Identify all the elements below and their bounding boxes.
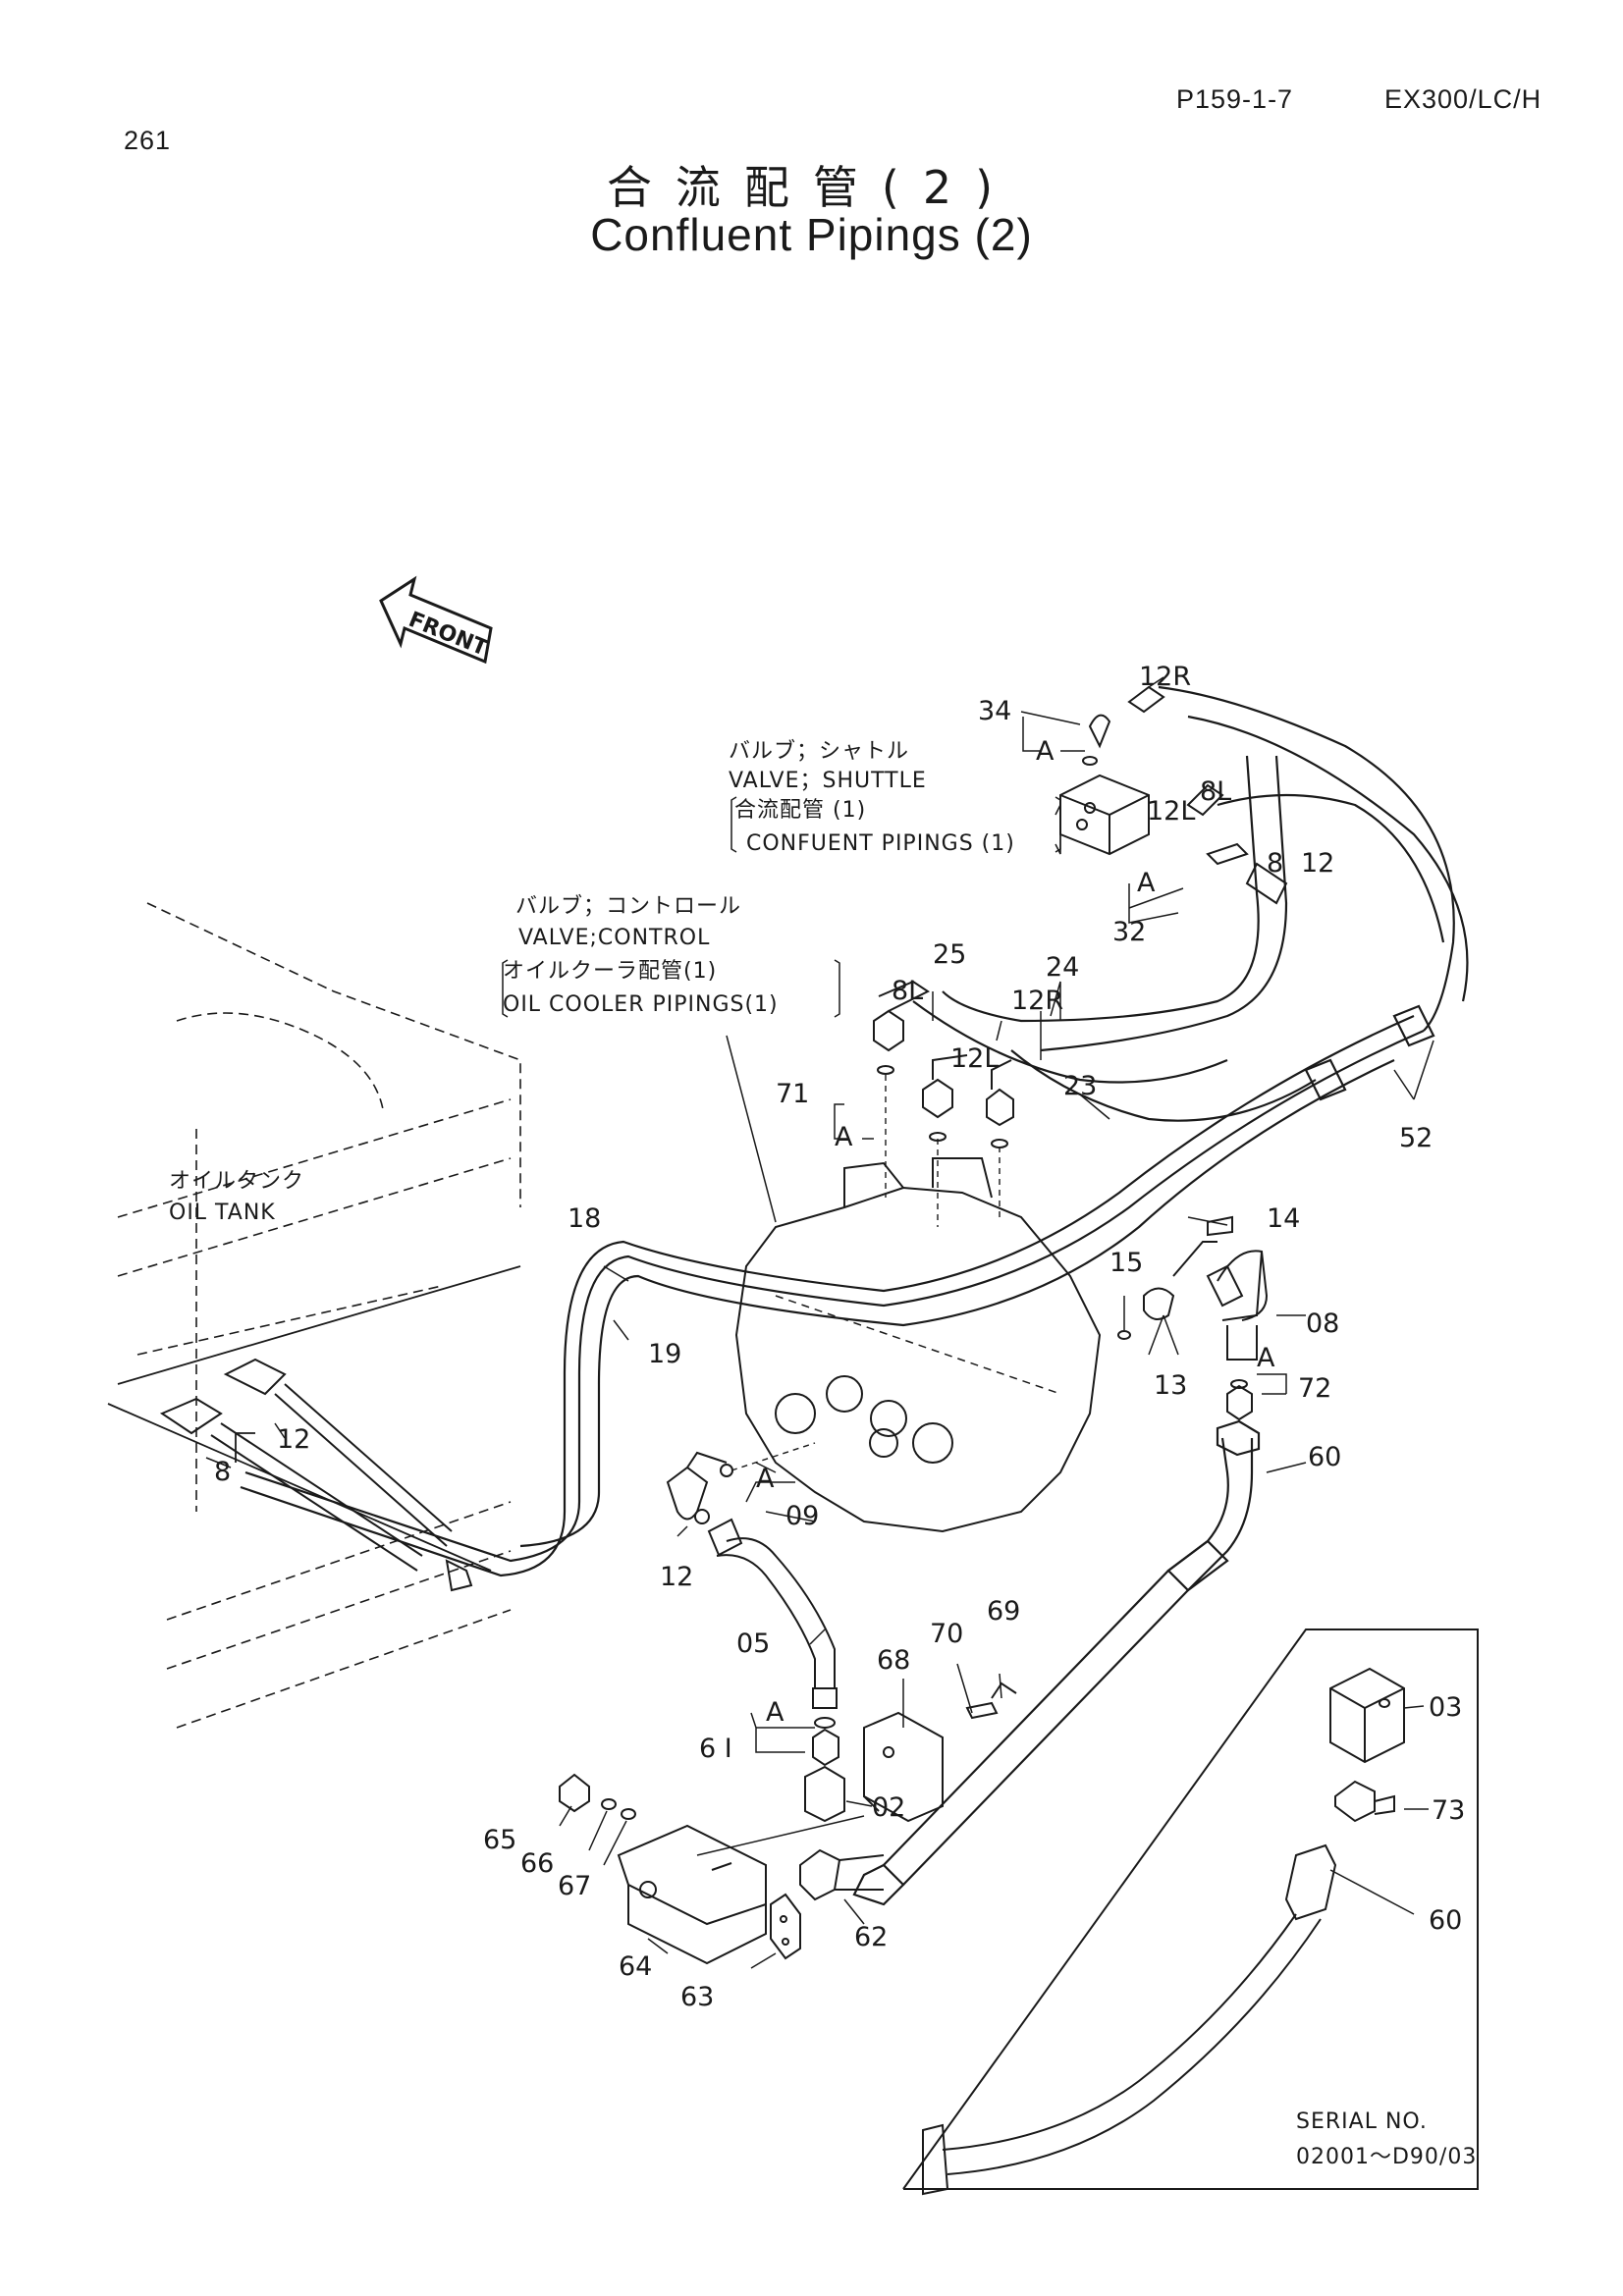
oil-tank-note-jp: オイルタンク [169,1169,304,1194]
callout-34: 34 [978,696,1011,726]
callout-68: 68 [877,1645,910,1676]
oil-tank-outline [117,902,521,1729]
callout-12R-top: 12R [1139,662,1191,692]
callout-32: 32 [1112,917,1146,947]
callout-60-inset: 60 [1429,1905,1462,1936]
callout-8-top: 8 [1267,848,1283,879]
annotation-texts: バルブ；シャトル VALVE；SHUTTLE 合流配管 (1) CONFUENT… [169,739,1477,2169]
figure-code: P159-1-7 [1176,84,1294,114]
callout-08: 08 [1306,1308,1339,1339]
callout-12-left: 12 [277,1424,310,1455]
serial-inset-box [902,1629,1479,2196]
callout-69: 69 [987,1596,1020,1627]
callout-12L-top: 12L [1147,796,1195,827]
callout-12R: 12R [1011,986,1063,1016]
shuttle-valve-note-jp: バルブ；シャトル [729,739,909,764]
callout-52: 52 [1399,1123,1433,1153]
callout-12L: 12L [950,1043,999,1074]
shuttle-valve-block [1059,685,1288,905]
control-valve-note-en: VALVE;CONTROL [518,926,710,950]
shuttle-ref-jp: 合流配管 (1) [734,798,866,823]
callout-A-32: A [1137,868,1156,898]
hose-60-main [852,1419,1261,1906]
model-code: EX300/LC/H [1384,84,1542,114]
callout-A-09: A [756,1464,775,1494]
callout-60: 60 [1308,1442,1341,1472]
callout-66: 66 [520,1848,554,1879]
callout-18: 18 [568,1203,601,1234]
callout-A-72: A [1257,1343,1275,1373]
page-title-en: Confluent Pipings (2) [590,209,1033,260]
callout-12-low: 12 [660,1562,693,1592]
control-ref-en: OIL COOLER PIPINGS(1) [503,992,779,1017]
clamps-52 [1304,1004,1435,1101]
callout-63: 63 [680,1982,714,2012]
shuttle-valve-note-en: VALVE；SHUTTLE [729,769,927,793]
callout-A-61: A [766,1697,784,1728]
callout-14: 14 [1267,1203,1300,1234]
bracket-64 [559,1773,801,1965]
shuttle-ref-en: CONFUENT PIPINGS (1) [746,831,1015,856]
control-valve-note-jp: バルブ；コントロール [515,894,741,919]
callout-72: 72 [1298,1373,1331,1404]
callout-labels: 34 12R A 8L 12L 8 12 A 32 25 24 8L 12R 1… [214,662,1465,2012]
callout-A-71: A [835,1122,853,1152]
control-valve-block [734,1157,1102,1533]
serial-range: 02001～D90/03 [1296,2145,1477,2169]
callout-65: 65 [483,1825,516,1855]
elbow-62 [799,1848,885,1901]
callout-71: 71 [776,1079,809,1109]
callout-64: 64 [619,1951,652,1982]
callout-15: 15 [1109,1248,1143,1278]
hoses-shuttle [912,685,1469,1122]
callout-67: 67 [558,1871,591,1901]
callout-02: 02 [872,1792,905,1823]
callout-62: 62 [854,1922,888,1952]
callout-73: 73 [1432,1795,1465,1826]
callout-23: 23 [1063,1071,1097,1101]
leader-lines [205,676,1434,1969]
callout-25: 25 [933,939,966,970]
front-arrow-icon: FRONT [379,575,493,665]
callout-12-top: 12 [1301,848,1334,879]
callout-8L: 8L [892,976,923,1006]
bracket-68 [863,1682,1017,1823]
callout-8-left: 8 [214,1457,231,1487]
callout-24: 24 [1046,952,1079,983]
front-arrow-label: FRONT [405,608,490,662]
callout-05: 05 [736,1629,770,1659]
pipe-05 [694,1509,845,1823]
callout-03: 03 [1429,1692,1462,1723]
elbow-08-assembly [1117,1215,1269,1421]
callout-70: 70 [930,1619,963,1649]
fittings-71 [873,980,1014,1227]
callout-A-34: A [1036,736,1055,767]
callout-61: 6 I [699,1734,732,1764]
hoses-8-12 [159,1358,473,1592]
callout-09: 09 [785,1501,819,1531]
oil-tank-note-en: OIL TANK [169,1201,276,1225]
page-number: 261 [124,126,172,155]
elbow-09 [666,1442,816,1521]
callout-13: 13 [1154,1370,1187,1401]
serial-label: SERIAL NO. [1296,2109,1428,2134]
callout-8L-top: 8L [1200,776,1231,807]
callout-19: 19 [648,1339,681,1369]
page-title-jp: 合流配管(2) [606,161,1017,214]
note-brackets [502,796,1061,1018]
hose-18-19 [240,1014,1425,1577]
control-ref-jp: オイルクーラ配管(1) [503,959,717,984]
